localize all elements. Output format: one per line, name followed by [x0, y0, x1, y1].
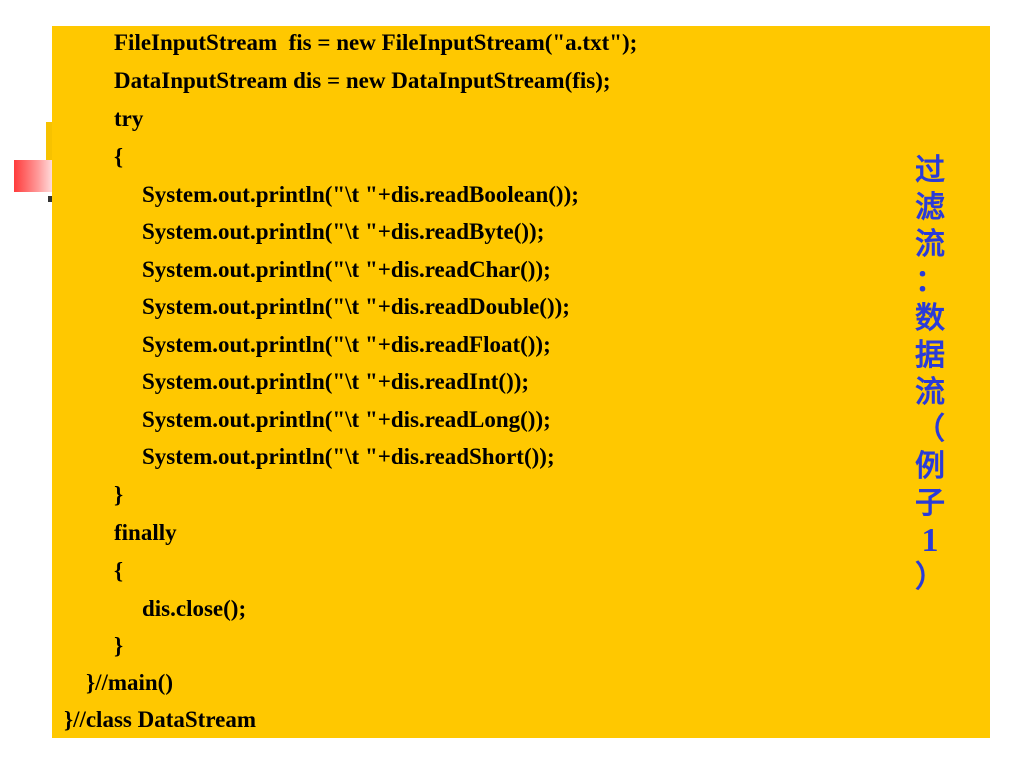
- slide-decoration-red: [14, 160, 54, 192]
- slide-panel: FileInputStream fis = new FileInputStrea…: [52, 26, 990, 738]
- title-char: 子: [915, 486, 945, 521]
- code-line: System.out.println("\t "+dis.readLong())…: [142, 407, 551, 432]
- code-line: System.out.println("\t "+dis.readInt());: [142, 369, 530, 394]
- title-char: 滤: [915, 190, 945, 225]
- title-char: 数: [915, 301, 945, 336]
- code-line: System.out.println("\t "+dis.readShort()…: [142, 444, 555, 469]
- code-line: finally: [114, 520, 177, 545]
- code-line: FileInputStream fis = new FileInputStrea…: [114, 30, 638, 55]
- code-line: System.out.println("\t "+dis.readFloat()…: [142, 332, 551, 357]
- code-line: DataInputStream dis = new DataInputStrea…: [114, 68, 611, 93]
- code-line: }//main(): [86, 670, 174, 695]
- title-char: 1: [921, 522, 939, 559]
- title-char: 例: [915, 449, 945, 484]
- code-line: {: [114, 558, 124, 583]
- code-line: }: [114, 482, 124, 507]
- code-line: System.out.println("\t "+dis.readChar())…: [142, 257, 551, 282]
- title-char: ）: [915, 560, 945, 595]
- code-line: try: [114, 106, 144, 131]
- code-block: FileInputStream fis = new FileInputStrea…: [52, 26, 892, 738]
- code-line: System.out.println("\t "+dis.readDouble(…: [142, 294, 570, 319]
- code-line: }: [114, 633, 124, 658]
- code-line: System.out.println("\t "+dis.readBoolean…: [142, 182, 579, 207]
- title-char: 流: [915, 375, 945, 410]
- title-char: 流: [915, 227, 945, 262]
- title-char: ：: [915, 264, 945, 299]
- code-line: System.out.println("\t "+dis.readByte())…: [142, 219, 545, 244]
- slide-decoration-yellow: [46, 122, 56, 160]
- code-line: }//class DataStream: [64, 707, 256, 732]
- slide-title-vertical: 过 滤 流 ： 数 据 流 （ 例 子 1 ）: [908, 152, 952, 596]
- title-char: （: [915, 412, 945, 447]
- code-line: dis.close();: [142, 596, 247, 621]
- slide-decoration-dot: [48, 196, 52, 202]
- title-char: 据: [915, 338, 945, 373]
- code-line: {: [114, 144, 124, 169]
- title-char: 过: [915, 153, 945, 188]
